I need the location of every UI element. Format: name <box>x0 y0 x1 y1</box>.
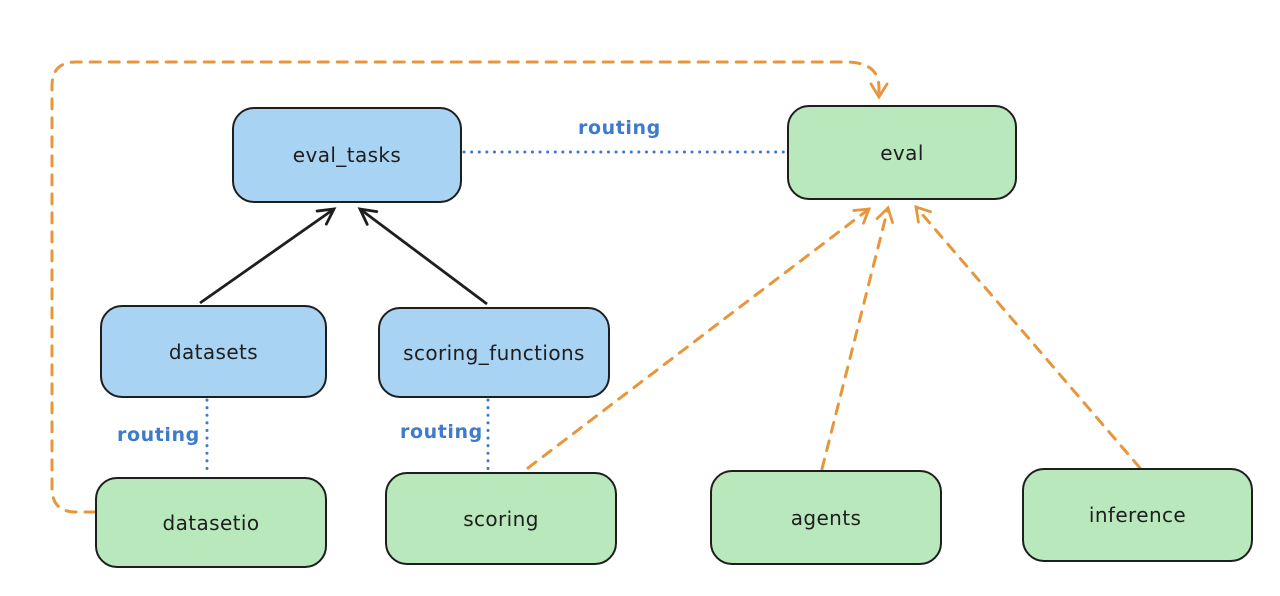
node-eval: eval <box>787 105 1017 200</box>
node-agents-label: agents <box>790 505 862 530</box>
node-scoring-label: scoring <box>463 506 539 531</box>
arrow-datasets-to-eval-tasks <box>199 207 337 305</box>
routing-label-eval-tasks-eval: routing <box>578 117 661 139</box>
node-eval-tasks: eval_tasks <box>232 107 462 203</box>
node-datasetio: datasetio <box>95 477 327 568</box>
node-datasets-label: datasets <box>168 339 259 364</box>
node-inference-label: inference <box>1088 503 1187 527</box>
node-agents: agents <box>710 470 942 565</box>
routing-label-scoring-functions-scoring: routing <box>400 421 483 443</box>
node-inference: inference <box>1022 468 1253 562</box>
routing-label-datasets-datasetio: routing <box>117 424 200 446</box>
node-datasetio-label: datasetio <box>162 510 260 535</box>
node-datasets: datasets <box>100 305 327 398</box>
arrow-agents-to-eval <box>820 205 894 471</box>
node-scoring-functions: scoring_functions <box>378 307 610 398</box>
node-eval-tasks-label: eval_tasks <box>292 143 402 167</box>
arrow-scoring-to-eval <box>526 207 872 470</box>
node-scoring-functions-label: scoring_functions <box>403 340 585 365</box>
arrow-scoring-functions-to-eval-tasks <box>357 207 488 306</box>
node-eval-label: eval <box>880 140 924 165</box>
arrow-inference-to-eval <box>914 204 1142 470</box>
arrow-datasetio-to-eval <box>50 60 889 514</box>
node-scoring: scoring <box>385 472 617 565</box>
